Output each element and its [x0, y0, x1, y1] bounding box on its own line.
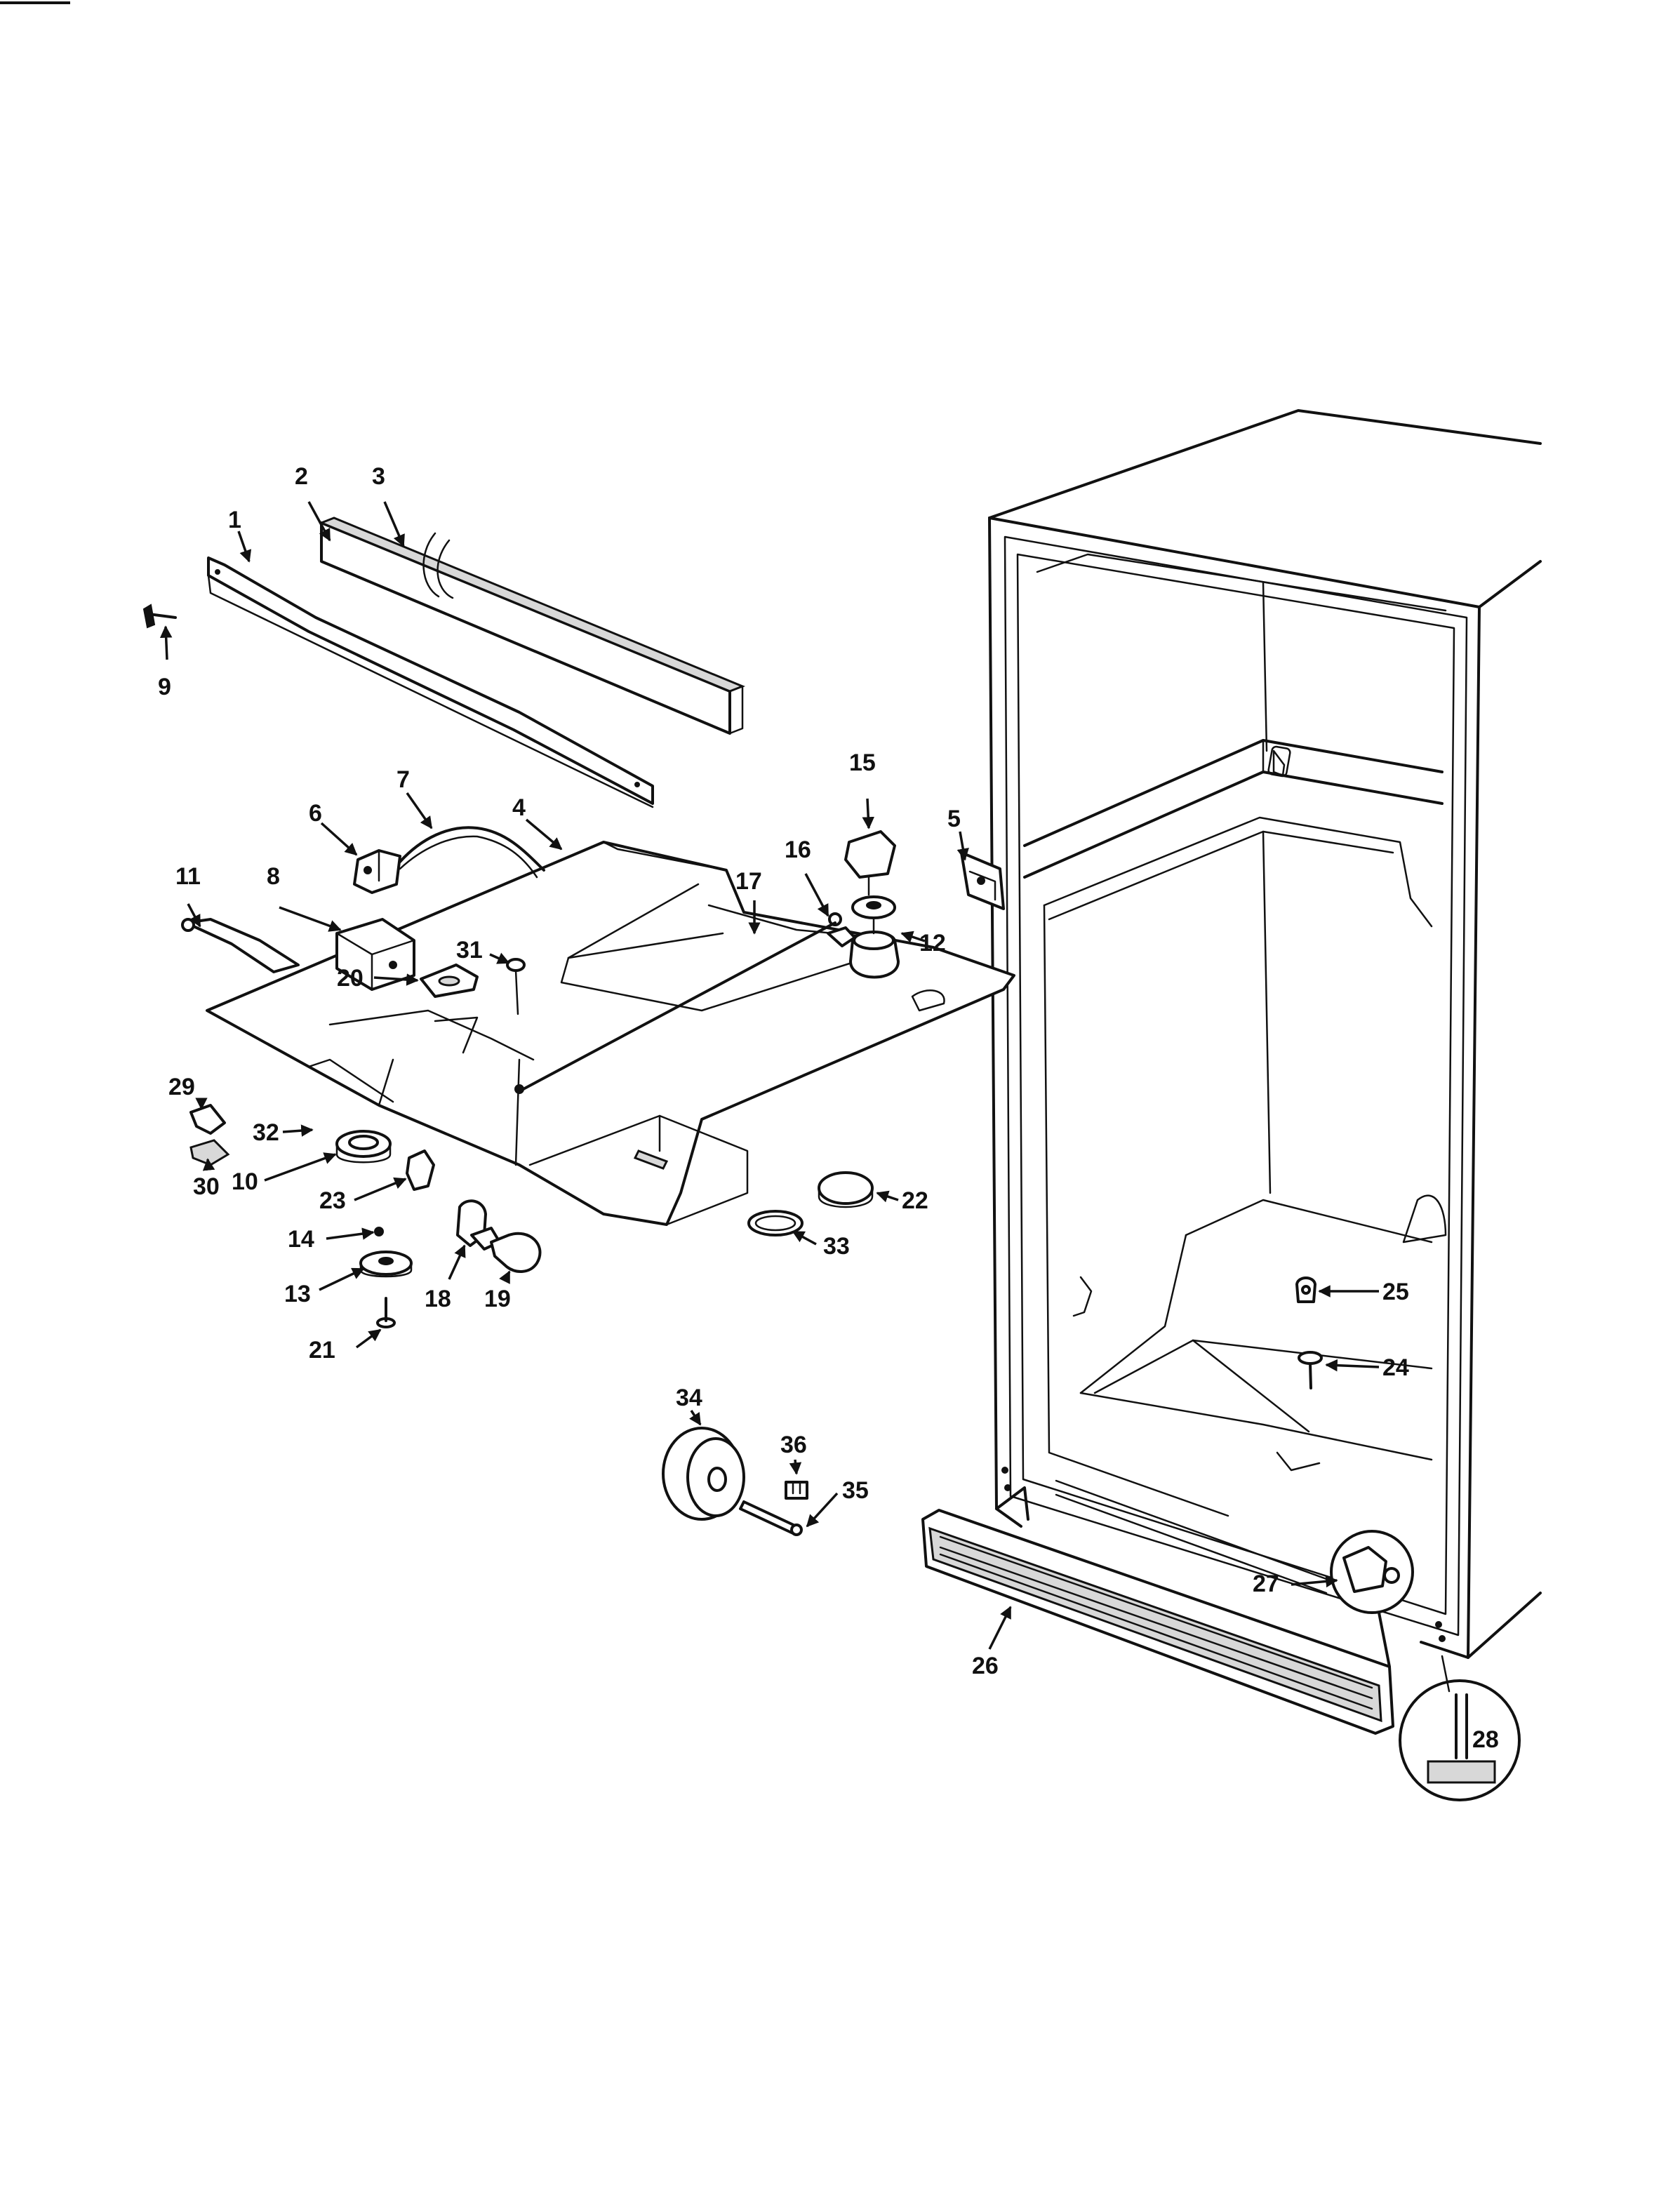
part-2-3-heater-strip — [318, 516, 746, 735]
part-12-knob — [849, 895, 900, 979]
part-15-switch — [844, 830, 896, 896]
callout-leaders — [159, 501, 1380, 1650]
callout-25: 25 — [1382, 1279, 1409, 1305]
callout-26: 26 — [972, 1653, 999, 1679]
callout-36: 36 — [780, 1432, 807, 1458]
part-25-clip — [1295, 1276, 1316, 1303]
callout-16: 16 — [785, 836, 811, 863]
callout-33: 33 — [823, 1233, 850, 1260]
part-17-capillary — [518, 921, 836, 1093]
part-23-socket — [406, 1149, 435, 1191]
part-10-grommet — [335, 1130, 392, 1164]
callout-11: 11 — [175, 863, 201, 890]
callout-10: 10 — [232, 1168, 258, 1195]
callout-34: 34 — [676, 1385, 702, 1411]
callout-9: 9 — [158, 674, 171, 700]
callout-labels: 1 2 3 4 5 6 7 8 9 10 11 12 13 14 15 16 1… — [158, 463, 1499, 1753]
callout-23: 23 — [319, 1187, 346, 1214]
callout-7: 7 — [396, 766, 410, 793]
callout-13: 13 — [284, 1281, 311, 1307]
callout-8: 8 — [267, 863, 280, 890]
part-6-switch — [353, 849, 401, 894]
callout-35: 35 — [842, 1477, 869, 1504]
part-16-nut — [827, 912, 856, 947]
callout-30: 30 — [193, 1173, 220, 1200]
callout-21: 21 — [309, 1337, 335, 1364]
callout-14: 14 — [288, 1226, 314, 1253]
callout-17: 17 — [735, 868, 762, 895]
part-1-rail — [207, 556, 654, 808]
callout-12: 12 — [919, 930, 946, 956]
part-36-clip — [785, 1481, 808, 1500]
part-28-detail — [1399, 1655, 1521, 1801]
callout-29: 29 — [168, 1074, 195, 1100]
callout-24: 24 — [1382, 1354, 1409, 1381]
part-29-30-clip — [189, 1104, 230, 1166]
callout-5: 5 — [947, 806, 961, 832]
callout-20: 20 — [337, 965, 364, 992]
callout-19: 19 — [484, 1286, 511, 1312]
part-9-screw — [142, 604, 177, 629]
part-20-bracket — [420, 964, 479, 998]
callout-32: 32 — [253, 1119, 279, 1146]
part-33-ring — [747, 1210, 804, 1236]
part-5-socket — [960, 851, 1005, 910]
callout-3: 3 — [372, 463, 385, 490]
callout-18: 18 — [425, 1286, 451, 1312]
part-27-detail — [1330, 1530, 1414, 1668]
part-35-axle — [739, 1500, 803, 1536]
part-11-clip — [181, 918, 300, 973]
part-22-cap — [818, 1171, 874, 1208]
part-31-screw — [506, 958, 526, 1094]
callout-28: 28 — [1472, 1726, 1499, 1753]
part-34-roller — [662, 1427, 745, 1521]
part-14-washer — [374, 1227, 384, 1236]
part-13-grommet — [359, 1251, 413, 1278]
part-4-panel — [206, 841, 1015, 1226]
part-26-toe-grille — [921, 1509, 1394, 1735]
callout-4: 4 — [512, 794, 526, 821]
callout-2: 2 — [295, 463, 308, 490]
refrigerator-cabinet — [988, 409, 1542, 1659]
callout-1: 1 — [228, 507, 241, 533]
callout-15: 15 — [849, 749, 876, 776]
part-19-bulb — [490, 1232, 542, 1273]
callout-27: 27 — [1253, 1571, 1279, 1597]
part-21-screw — [376, 1297, 396, 1328]
part-7-wire — [399, 826, 545, 879]
callout-31: 31 — [456, 937, 483, 964]
part-24-screw — [1298, 1351, 1323, 1389]
callout-6: 6 — [309, 800, 322, 827]
callout-22: 22 — [902, 1187, 928, 1214]
